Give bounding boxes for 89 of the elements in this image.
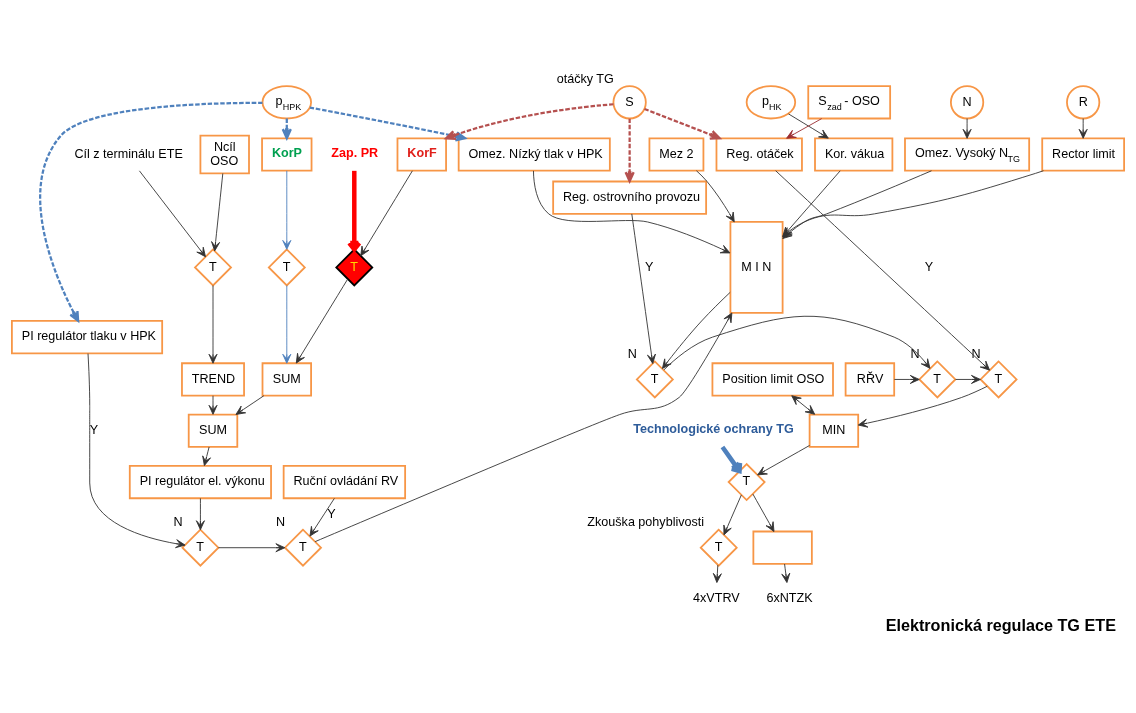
arrow bbox=[282, 285, 292, 364]
node-box bbox=[752, 530, 813, 565]
edge-label: Y bbox=[327, 507, 336, 522]
arrow bbox=[309, 497, 335, 537]
edge-label: Y bbox=[644, 259, 654, 274]
node-text: Technologické ochrany TG bbox=[633, 422, 794, 437]
node-box: M I N bbox=[729, 221, 784, 314]
node-box: Rector limit bbox=[1041, 137, 1125, 172]
node-diamond: T bbox=[267, 248, 307, 287]
node-box: SUM bbox=[261, 362, 312, 397]
arrow bbox=[211, 173, 224, 252]
arrow bbox=[720, 445, 743, 474]
arrow bbox=[893, 374, 920, 384]
arrow bbox=[955, 374, 981, 384]
node-label: Zkouška pohyblivosti bbox=[587, 515, 705, 530]
arrow bbox=[791, 395, 816, 415]
arrow bbox=[661, 291, 731, 369]
arrow bbox=[781, 563, 791, 583]
arrow bbox=[757, 444, 811, 476]
arrow bbox=[1078, 118, 1088, 139]
node-box: KorF bbox=[396, 137, 447, 172]
diagram-title: Elektronická regulace TG ETE bbox=[885, 615, 1116, 634]
arrow bbox=[712, 564, 722, 583]
node-circle: N bbox=[950, 85, 985, 120]
edge-label: Y bbox=[924, 259, 934, 274]
arrow bbox=[314, 312, 733, 543]
node-diamond: T bbox=[335, 248, 374, 287]
node-label: N bbox=[910, 347, 920, 362]
node-box: PI regulátor tlaku v HPK bbox=[11, 320, 164, 355]
arrow bbox=[644, 107, 721, 140]
arrow bbox=[218, 543, 286, 553]
arrow bbox=[282, 170, 292, 250]
edge-label: Y bbox=[89, 423, 99, 438]
arrow bbox=[663, 315, 931, 371]
node-label: otáčky TG bbox=[556, 71, 614, 86]
arrow bbox=[295, 278, 348, 364]
node-box: Mez 2 bbox=[648, 137, 705, 172]
node-label: N bbox=[276, 515, 286, 530]
arrow bbox=[533, 170, 731, 254]
node-text: Cíl z terminálu ETE bbox=[74, 146, 183, 161]
node-box: MIN bbox=[808, 413, 860, 448]
arrow bbox=[624, 118, 635, 183]
arrow bbox=[786, 118, 823, 139]
arrow bbox=[788, 113, 829, 139]
node-box: Ncíl OSO bbox=[199, 134, 250, 175]
node-box: Omez. Vysoký N$_{TG}$ bbox=[904, 137, 1031, 172]
arrow bbox=[39, 101, 263, 323]
node-box: RŘV bbox=[844, 362, 896, 397]
arrow bbox=[962, 118, 972, 139]
arrow bbox=[857, 385, 988, 428]
node-diamond: T bbox=[181, 528, 220, 567]
node-box: Kor. vákua bbox=[814, 137, 894, 172]
node-circle: S bbox=[612, 85, 647, 120]
node-text: 6xNTZK bbox=[766, 591, 813, 606]
arrow bbox=[775, 170, 991, 371]
node-box: Position limit OSO bbox=[711, 362, 834, 397]
node-box: S$_{zad}$ - OSO bbox=[807, 85, 892, 120]
node-circle: R bbox=[1066, 85, 1101, 120]
arrow bbox=[195, 497, 205, 531]
node-text: 4xVTRV bbox=[693, 591, 740, 606]
arrow bbox=[631, 213, 656, 364]
node-box: KorP bbox=[261, 137, 313, 172]
node-ellipse: p$_{HPK}$ bbox=[261, 85, 312, 120]
node-box: Reg. otáček bbox=[715, 137, 803, 172]
node-diamond: T bbox=[283, 528, 323, 567]
arrow bbox=[347, 170, 362, 252]
arrow bbox=[696, 170, 735, 223]
arrow bbox=[87, 353, 186, 549]
arrow bbox=[752, 493, 775, 532]
node-label: N bbox=[971, 347, 981, 362]
node-diamond: T bbox=[699, 528, 738, 567]
node-text: Zap. PR bbox=[331, 145, 379, 160]
node-box: Omez. Nízký tlak v HPK bbox=[457, 137, 611, 172]
node-box: TREND bbox=[181, 362, 245, 397]
arrow bbox=[360, 170, 413, 257]
arrow bbox=[235, 395, 265, 415]
arrow bbox=[723, 494, 742, 536]
node-ellipse: p$_{HK}$ bbox=[745, 85, 797, 120]
arrow bbox=[281, 118, 292, 140]
arrow bbox=[208, 285, 218, 364]
node-box: Ruční ovládání RV bbox=[282, 464, 407, 500]
arrow bbox=[202, 446, 211, 467]
node-box: Reg. ostrovního provozu bbox=[552, 180, 708, 215]
node-box: SUM bbox=[187, 413, 239, 448]
arrow bbox=[208, 395, 218, 415]
arrow bbox=[138, 170, 206, 258]
node-box: PI regulátor el. výkonu bbox=[128, 464, 272, 500]
node-label: N bbox=[173, 515, 183, 530]
node-label: N bbox=[627, 347, 637, 362]
